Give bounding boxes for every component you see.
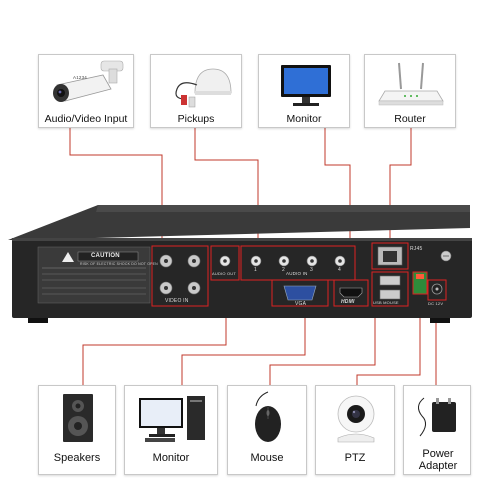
camera-brand-text: A1234 xyxy=(73,75,88,80)
device-label: Mouse xyxy=(250,452,284,464)
lcd-monitor-icon xyxy=(281,65,331,106)
audio-in-num-3: 3 xyxy=(310,267,313,273)
rj45-label: RJ45 xyxy=(410,246,423,252)
mouse-icon xyxy=(255,391,281,442)
speaker-icon xyxy=(63,394,93,442)
video-in-group xyxy=(151,245,209,307)
dc-power-group xyxy=(427,279,447,301)
hdmi-port xyxy=(339,287,363,298)
device-label: Pickups xyxy=(177,113,215,125)
ptz-camera-icon xyxy=(337,395,375,443)
power-adapter-icon xyxy=(418,397,456,437)
desktop-computer-icon xyxy=(139,396,205,442)
audio-out-label: AUDIO OUT xyxy=(212,271,237,276)
audio-in-num-4: 4 xyxy=(338,267,341,273)
audio-in-num-2: 2 xyxy=(282,267,285,273)
microphone-pickup-icon xyxy=(175,68,232,108)
caution-subtitle: RISK OF ELECTRIC SHOCK DO NOT OPEN xyxy=(80,262,158,266)
device-label: Audio/Video Input xyxy=(44,113,128,125)
device-card-monitor-pc: Monitor xyxy=(124,385,218,475)
wifi-router-icon xyxy=(378,62,444,106)
device-label: Monitor xyxy=(286,113,322,125)
device-label: Speakers xyxy=(53,452,101,464)
usb-label: USB MOUSE xyxy=(373,300,399,305)
security-camera-icon xyxy=(53,60,124,102)
device-card-speakers: Speakers xyxy=(38,385,116,475)
device-card-audio-video-input: A1234 Audio/Video Input xyxy=(38,54,134,128)
video-in-label: VIDEO IN xyxy=(165,298,189,304)
device-card-ptz: PTZ xyxy=(315,385,395,475)
rj45-group xyxy=(371,242,409,270)
hdmi-label: HDMI xyxy=(341,299,355,305)
device-card-pickups: Pickups xyxy=(150,54,242,128)
device-card-router: Router xyxy=(364,54,456,128)
vga-group xyxy=(271,279,329,307)
device-label: Power Adapter xyxy=(418,448,458,472)
device-card-power-adapter: Power Adapter xyxy=(403,385,471,475)
usb-port-1 xyxy=(379,275,401,286)
hdmi-group xyxy=(333,279,369,307)
usb-port-2 xyxy=(379,289,401,300)
audio-out-group xyxy=(210,245,240,281)
audio-in-label: AUDIO IN xyxy=(286,271,308,276)
vga-port xyxy=(283,285,317,301)
device-card-monitor: Monitor xyxy=(258,54,350,128)
device-label: PTZ xyxy=(344,452,366,464)
device-card-mouse: Mouse xyxy=(227,385,307,475)
usb-group xyxy=(371,271,409,307)
device-label: Monitor xyxy=(152,452,190,464)
audio-in-num-1: 1 xyxy=(254,267,257,273)
vga-label: VGA xyxy=(295,301,307,307)
caution-title: CAUTION xyxy=(91,253,120,259)
dc-label: DC 12V xyxy=(428,301,444,306)
device-label: Router xyxy=(394,113,426,125)
